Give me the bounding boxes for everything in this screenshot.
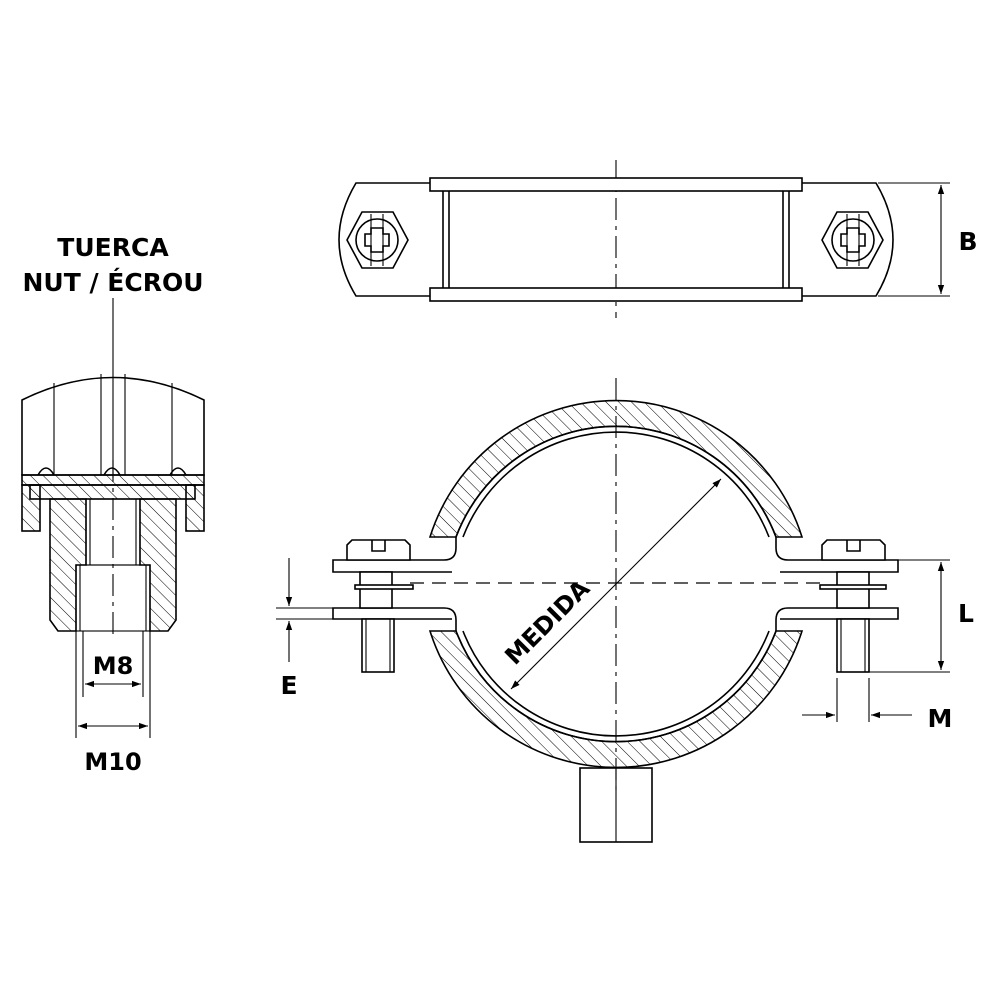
nut-flange-right — [185, 484, 205, 532]
m10-label: M10 — [84, 748, 141, 776]
l-label: L — [958, 599, 974, 628]
m8-label: M8 — [93, 652, 134, 680]
clamp-top-view: B — [338, 160, 978, 318]
right-screw-icon — [819, 539, 887, 673]
e-label: E — [280, 671, 297, 700]
nut-title-line2: NUT / ÉCROU — [22, 268, 203, 297]
medida-label: MEDIDA — [499, 574, 595, 670]
right-screw-head-icon — [821, 211, 884, 269]
nut-flange-left — [21, 484, 41, 532]
m-label: M — [928, 704, 953, 733]
right-ear — [802, 182, 894, 297]
bottom-bar — [429, 287, 803, 302]
medida-dimension-line — [510, 478, 722, 690]
nut-detail: TUERCA NUT / ÉCROU M8 — [21, 233, 205, 776]
left-screw-icon — [346, 539, 414, 673]
left-ear — [338, 182, 430, 297]
nut-upper-body — [21, 376, 205, 476]
top-bar — [429, 177, 803, 192]
b-label: B — [958, 227, 977, 256]
left-screw-head-icon — [346, 211, 409, 269]
clamp-front-view: MEDIDA E L M — [276, 378, 974, 843]
nut-title-line1: TUERCA — [57, 233, 169, 262]
